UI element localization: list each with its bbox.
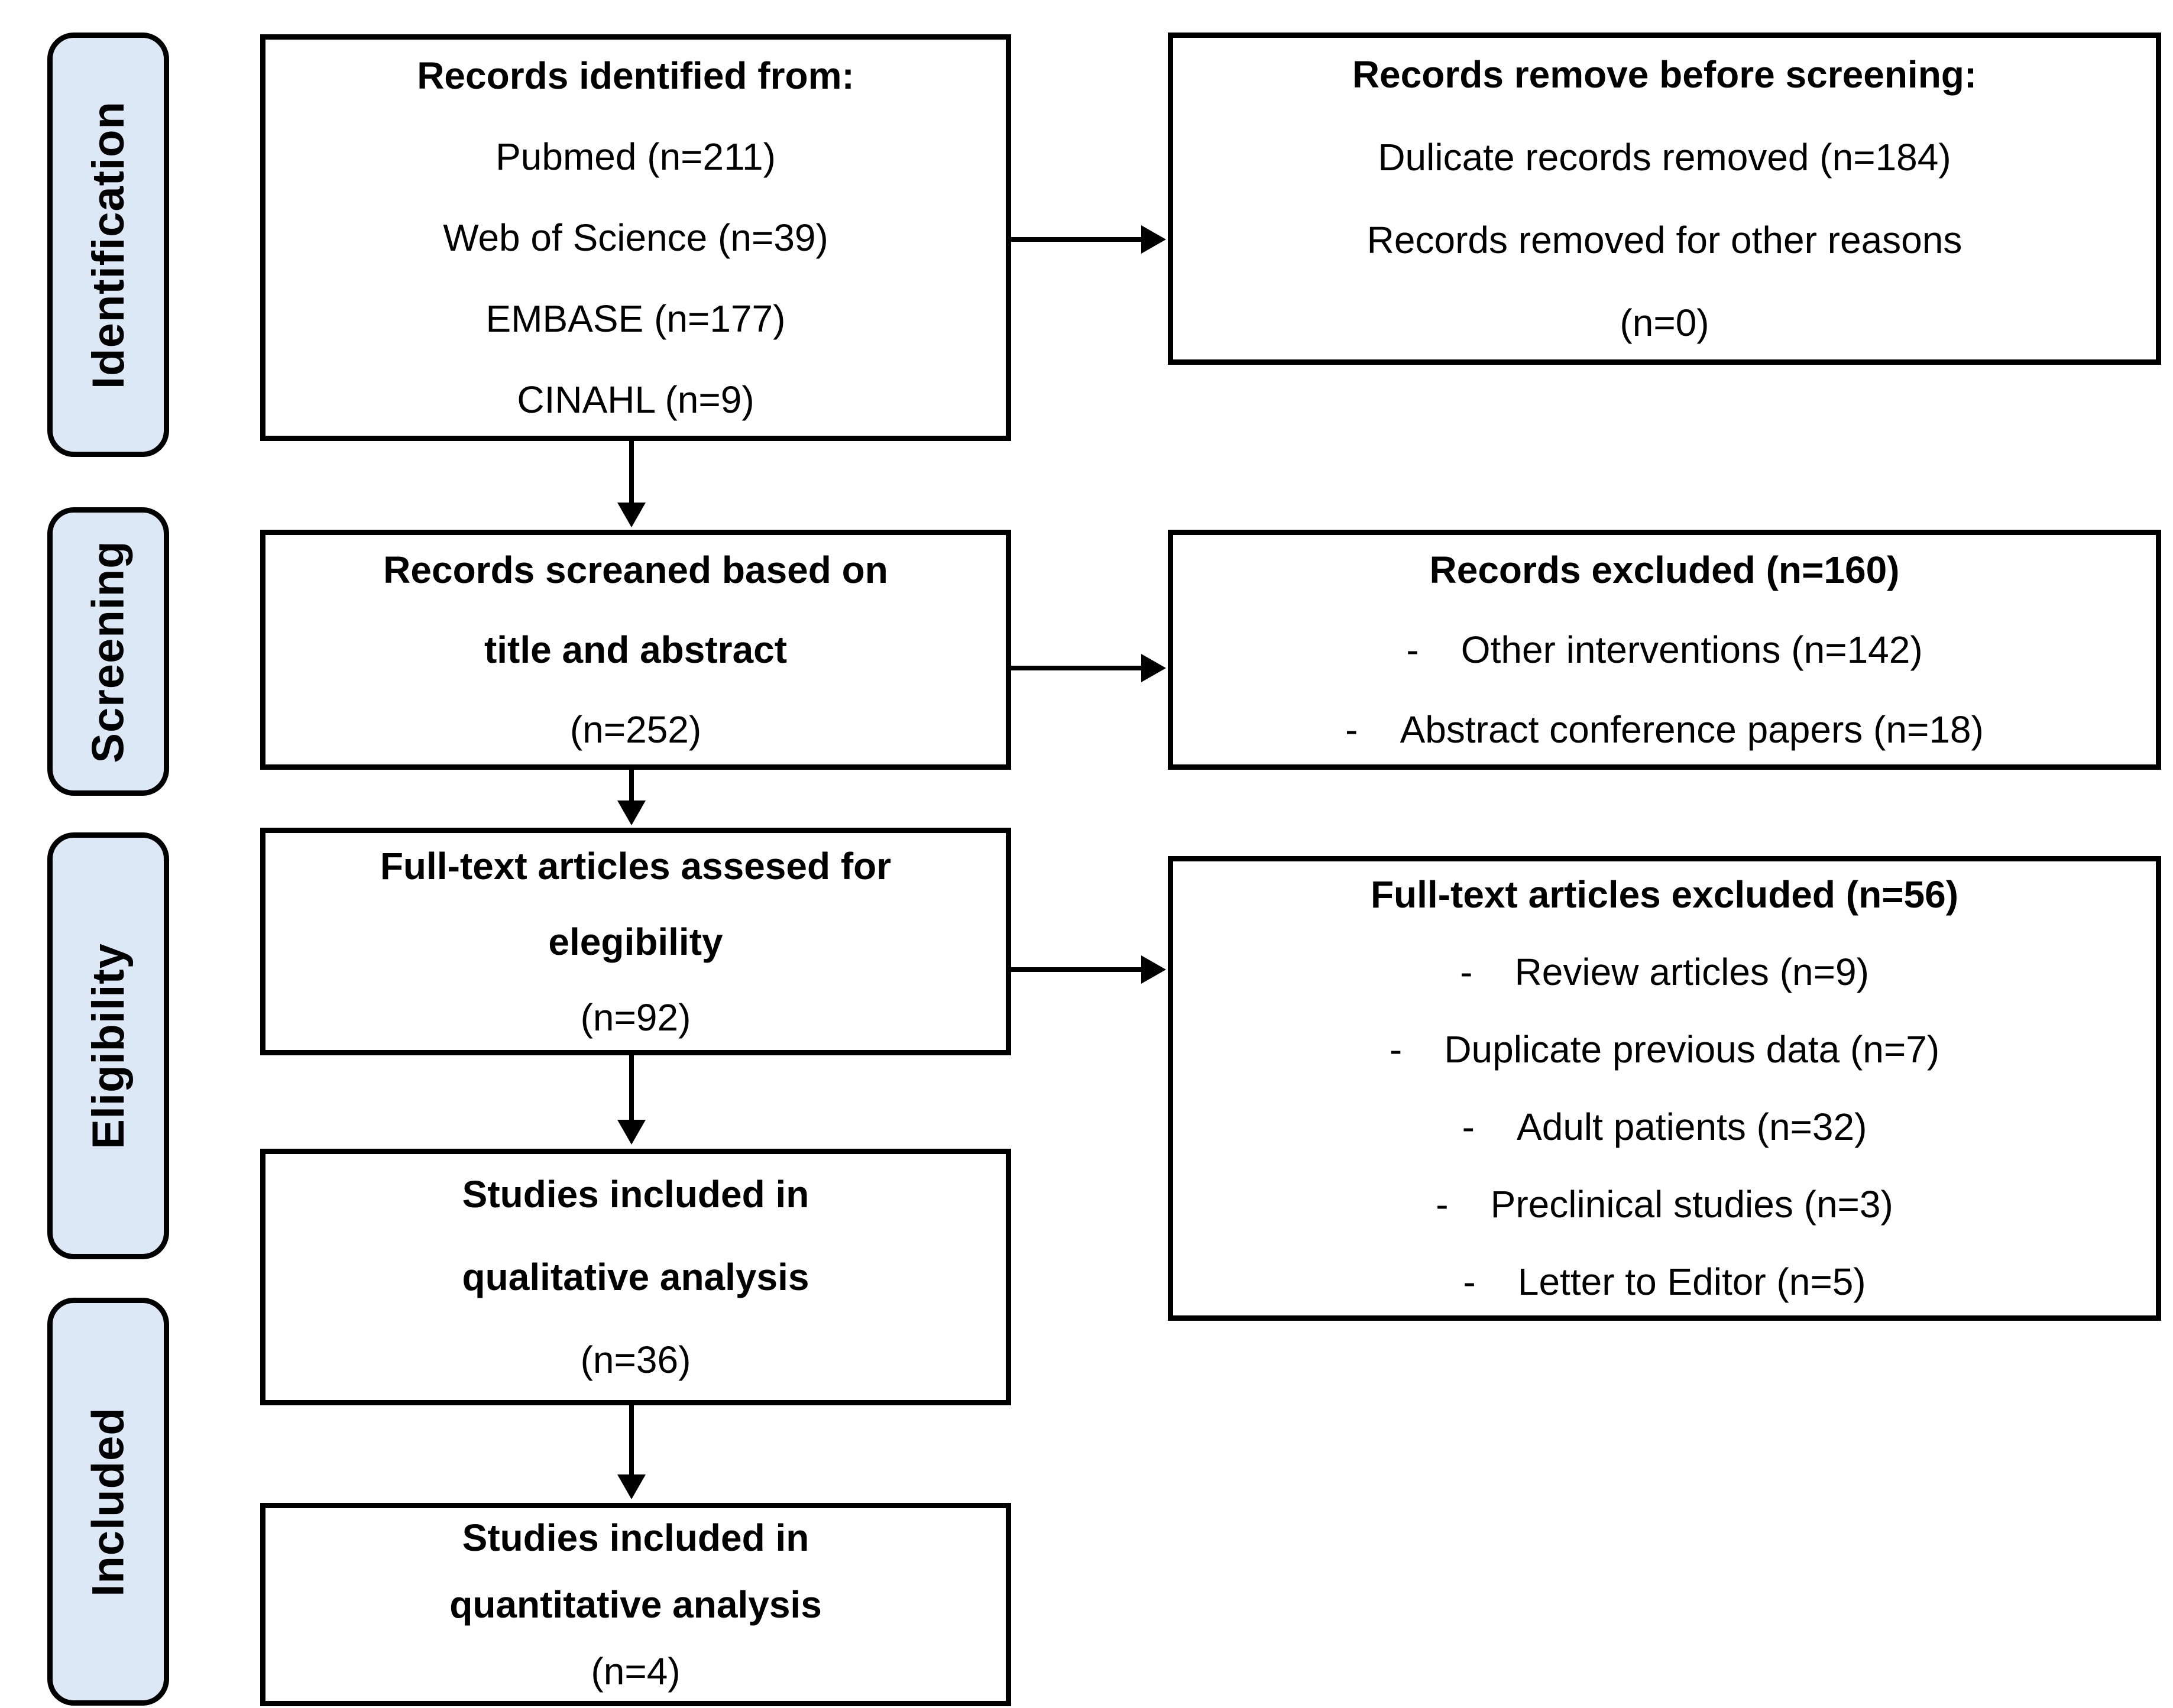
arrow-screened-to-excluded [1011, 654, 1166, 682]
source-web-of-science: Web of Science (n=39) [443, 216, 828, 259]
box-records-screened-count: (n=252) [569, 708, 702, 751]
box-removed-before-screening: Records remove before screening: Dulicat… [1168, 33, 2161, 365]
stage-identification-label: Identification [83, 101, 134, 389]
box-records-identified: Records identified from: Pubmed (n=211) … [260, 34, 1011, 441]
box-fulltext-excluded-heading: Full-text articles excluded (n=56) [1370, 873, 1959, 916]
arrow-qualitative-to-quantitative [617, 1405, 646, 1499]
removed-other-reasons: Records removed for other reasons [1366, 219, 1962, 261]
arrow-fulltext-to-qualitative [617, 1055, 646, 1145]
stage-screening-label: Screening [83, 540, 134, 763]
stage-identification: Identification [47, 33, 169, 457]
box-fulltext-assessed-heading-1: Full-text articles assesed for [380, 844, 892, 887]
excluded-abstract-papers: - Abstract conference papers (n=18) [1345, 708, 1984, 751]
stage-included-label: Included [83, 1406, 134, 1597]
ft-excluded-preclinical: - Preclinical studies (n=3) [1436, 1183, 1893, 1226]
box-quantitative-heading-1: Studies included in [462, 1516, 809, 1559]
stage-eligibility: Eligibility [47, 832, 169, 1259]
box-qualitative-heading-2: qualitative analysis [462, 1256, 809, 1298]
box-records-screened: Records screaned based on title and abst… [260, 530, 1011, 770]
source-cinahl: CINAHL (n=9) [517, 378, 754, 421]
box-fulltext-assessed-heading-2: elegibility [548, 920, 723, 963]
ft-excluded-letter-editor: - Letter to Editor (n=5) [1463, 1260, 1866, 1303]
source-pubmed: Pubmed (n=211) [496, 135, 776, 178]
stage-screening: Screening [47, 507, 169, 796]
excluded-other-interventions: - Other interventions (n=142) [1406, 628, 1923, 671]
removed-duplicates: Dulicate records removed (n=184) [1378, 136, 1951, 179]
box-fulltext-assessed: Full-text articles assesed for elegibili… [260, 828, 1011, 1055]
box-records-excluded-heading: Records excluded (n=160) [1429, 548, 1900, 591]
box-fulltext-assessed-count: (n=92) [580, 996, 691, 1039]
ft-excluded-duplicate-data: - Duplicate previous data (n=7) [1389, 1028, 1940, 1071]
box-records-screened-heading-2: title and abstract [484, 628, 788, 671]
box-quantitative-heading-2: quantitative analysis [449, 1583, 822, 1626]
ft-excluded-adult-patients: - Adult patients (n=32) [1462, 1106, 1867, 1148]
removed-other-reasons-count: (n=0) [1620, 302, 1709, 344]
ft-excluded-review-articles: - Review articles (n=9) [1460, 951, 1869, 993]
box-records-identified-heading: Records identified from: [417, 54, 854, 97]
source-embase: EMBASE (n=177) [485, 297, 786, 340]
box-records-screened-heading-1: Records screaned based on [383, 548, 888, 591]
arrow-fulltext-to-ftexcluded [1011, 955, 1166, 984]
box-removed-heading: Records remove before screening: [1352, 53, 1977, 96]
box-fulltext-excluded: Full-text articles excluded (n=56) - Rev… [1168, 856, 2161, 1321]
arrow-identified-to-screened [617, 441, 646, 527]
box-qualitative-heading-1: Studies included in [462, 1173, 809, 1216]
box-qualitative-analysis: Studies included in qualitative analysis… [260, 1149, 1011, 1405]
arrow-identified-to-removed [1011, 225, 1166, 254]
box-quantitative-analysis: Studies included in quantitative analysi… [260, 1503, 1011, 1706]
stage-included: Included [47, 1298, 169, 1706]
arrow-screened-to-fulltext [617, 770, 646, 825]
stage-eligibility-label: Eligibility [83, 942, 134, 1149]
box-qualitative-count: (n=36) [580, 1338, 691, 1381]
box-records-excluded: Records excluded (n=160) - Other interve… [1168, 530, 2161, 770]
box-quantitative-count: (n=4) [591, 1649, 681, 1693]
